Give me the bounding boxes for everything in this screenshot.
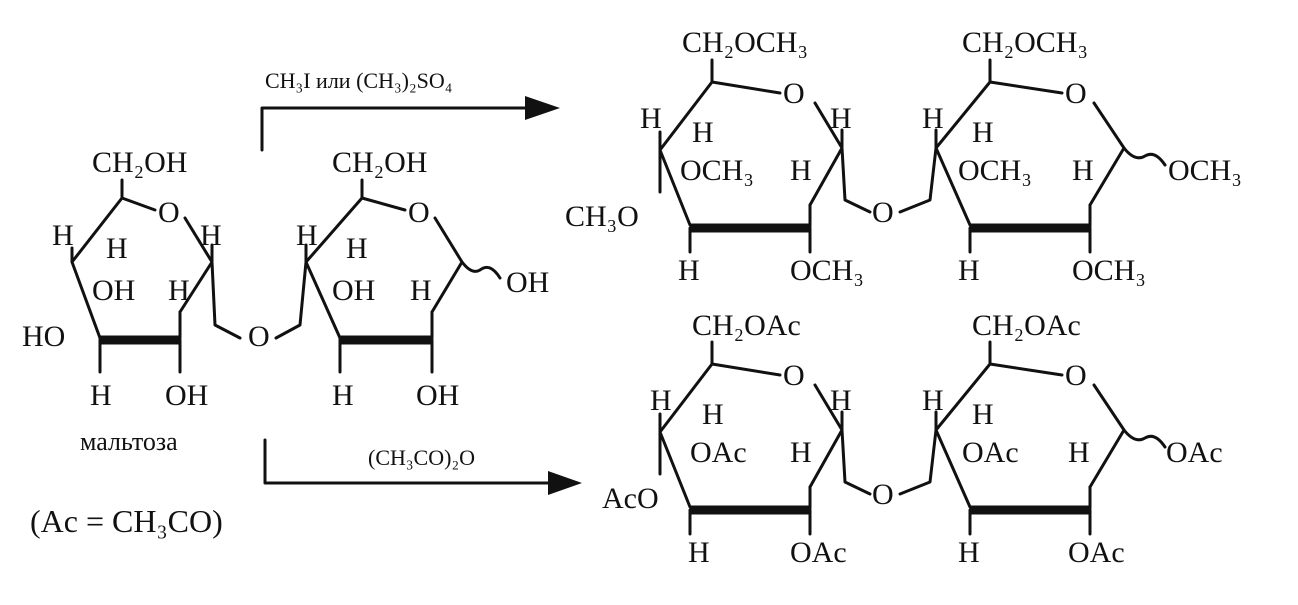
m1-ring-oxygen: O — [783, 77, 805, 110]
r2-h: H — [410, 274, 432, 307]
r2-oh: OH — [416, 379, 459, 412]
bond — [898, 146, 938, 214]
m1-ch3o: CH₃O — [565, 200, 639, 233]
a1-h: H — [830, 384, 852, 417]
r1-ring-oxygen: O — [158, 196, 180, 229]
a2-c6-label: CH₂OAc — [972, 309, 1081, 342]
a-glycosidic-oxygen: O — [872, 478, 894, 511]
wavy-bond — [1122, 428, 1167, 449]
r1-h: H — [52, 219, 74, 252]
bond — [210, 260, 242, 340]
arrow-head — [548, 471, 582, 495]
a1-aco: AcO — [602, 482, 659, 515]
bond — [988, 362, 1064, 377]
r1-h: H — [90, 379, 112, 412]
m2-h: H — [922, 102, 944, 135]
a2-h: H — [958, 536, 980, 569]
a2-oac: OAc — [1068, 536, 1125, 569]
bond — [120, 196, 157, 212]
bond — [710, 80, 782, 95]
acetylation-arrow — [263, 438, 582, 495]
r2-h: H — [346, 232, 368, 265]
r1-oh: OH — [165, 379, 208, 412]
a2-h: H — [972, 398, 994, 431]
methylated-ring-2 — [934, 58, 1167, 254]
wavy-bond — [460, 260, 502, 280]
r2-ring-oxygen: O — [408, 196, 430, 229]
r2-c6-label: CH₂OH — [332, 146, 427, 179]
a1-ring-oxygen: O — [783, 359, 805, 392]
arrow-head — [525, 96, 560, 120]
r1-ho: HO — [22, 320, 65, 353]
bond — [1088, 101, 1126, 207]
m2-och3: OCH₃ — [1072, 254, 1146, 287]
m1-h: H — [790, 154, 812, 187]
bond — [430, 216, 464, 314]
a1-oac: OAc — [690, 436, 747, 469]
r2-h: H — [332, 379, 354, 412]
a1-h: H — [650, 384, 672, 417]
bond — [1088, 383, 1126, 489]
arrow-shaft — [260, 106, 537, 152]
reactant-name: мальтоза — [80, 427, 178, 456]
m2-och3: OCH₃ — [958, 154, 1032, 187]
bond — [274, 260, 308, 340]
methylated-ring-1 — [658, 58, 872, 254]
m1-h: H — [692, 116, 714, 149]
glycosidic-oxygen: O — [248, 320, 270, 353]
a2-anomeric-oac: OAc — [1166, 436, 1223, 469]
r1-c6-label: CH₂OH — [92, 146, 187, 179]
bond — [840, 428, 872, 496]
a2-h: H — [1068, 436, 1090, 469]
r1-h: H — [168, 274, 190, 307]
arrow-shaft — [263, 438, 557, 485]
m2-ring-oxygen: O — [1065, 77, 1087, 110]
m1-h: H — [678, 254, 700, 287]
a1-c6-label: CH₂OAc — [692, 309, 801, 342]
m1-och3: OCH₃ — [680, 154, 754, 187]
a1-h: H — [790, 436, 812, 469]
m2-anomeric-och3: OCH₃ — [1168, 154, 1242, 187]
m-glycosidic-oxygen: O — [872, 196, 894, 229]
r1-h: H — [200, 219, 222, 252]
m1-h: H — [640, 102, 662, 135]
maltose-ring-1 — [70, 178, 242, 374]
m1-h: H — [830, 102, 852, 135]
bond — [840, 146, 872, 214]
a1-h: H — [702, 398, 724, 431]
m2-h: H — [1072, 154, 1094, 187]
m1-c6-label: CH₂OCH₃ — [682, 26, 808, 59]
r2-oh: OH — [332, 274, 375, 307]
methylation-reagent: CH₃I или (CH₃)₂SO₄ — [265, 68, 452, 93]
r2-h: H — [296, 219, 318, 252]
bond — [70, 196, 124, 340]
m1-och3: OCH₃ — [790, 254, 864, 287]
bond — [360, 196, 407, 212]
wavy-bond — [1122, 146, 1167, 167]
acetyl-note: (Ac = CH₃CO) — [30, 503, 223, 539]
acetylation-reagent: (CH₃CO)₂O — [368, 445, 475, 470]
m2-h: H — [972, 116, 994, 149]
methylation-arrow — [260, 96, 560, 152]
acetylated-ring-2 — [934, 340, 1167, 536]
r2-anomeric-oh: OH — [506, 266, 549, 299]
a2-oac: OAc — [962, 436, 1019, 469]
a2-ring-oxygen: O — [1065, 359, 1087, 392]
m2-h: H — [958, 254, 980, 287]
r1-h: H — [106, 232, 128, 265]
a1-h: H — [688, 536, 710, 569]
m2-c6-label: CH₂OCH₃ — [962, 26, 1088, 59]
a1-oac: OAc — [790, 536, 847, 569]
bond — [988, 80, 1064, 95]
bond — [898, 428, 938, 496]
a2-h: H — [922, 384, 944, 417]
maltose-ring-2 — [304, 178, 502, 374]
acetylated-ring-1 — [658, 340, 872, 536]
bond — [710, 362, 782, 377]
r1-oh: OH — [92, 274, 135, 307]
